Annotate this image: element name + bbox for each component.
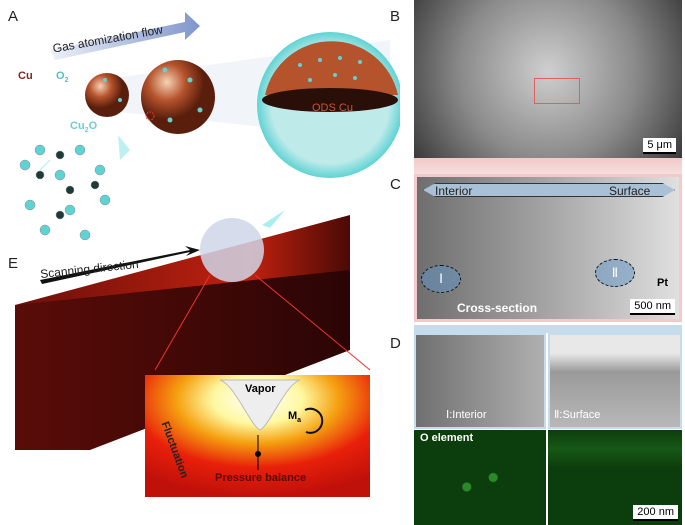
scale-bar-c: 500 nm <box>630 299 675 315</box>
tem-interior: Ⅰ:Interior <box>414 333 546 429</box>
vapor-label: Vapor <box>245 383 276 395</box>
panel-label-e: E <box>8 255 19 272</box>
region-1-marker: Ⅰ <box>421 265 461 293</box>
small-droplet <box>85 73 129 117</box>
scale-bar-b: 5 μm <box>643 138 676 154</box>
panel-label-a: A <box>8 8 19 25</box>
scanning-arrow-icon <box>40 246 200 284</box>
pressure-balance-label: Pressure balance <box>215 472 307 484</box>
tem-cross-section: Interior Surface Ⅰ Ⅱ Pt Cross-section 50… <box>414 174 682 322</box>
magnify-circle <box>200 218 264 282</box>
large-droplet <box>141 60 215 134</box>
pt-label: Pt <box>657 277 668 289</box>
panel-label-c: C <box>390 176 401 193</box>
sem-image-powder: 5 μm <box>414 0 682 158</box>
o2-label: O2 <box>56 70 69 85</box>
surface-label: Surface <box>609 184 651 198</box>
cu-label: Cu <box>18 70 33 82</box>
cu2o-label: Cu2O <box>70 120 98 135</box>
ods-cu-label: ODS Cu <box>312 102 353 114</box>
eds-map-interior: O element <box>414 430 546 525</box>
interior-caption: Ⅰ:Interior <box>446 409 487 421</box>
eds-map-surface: 200 nm <box>548 430 682 525</box>
scale-bar-d: 200 nm <box>633 505 678 521</box>
panel-label-d: D <box>390 335 401 352</box>
cu2o-lattice <box>19 144 111 240</box>
gas-atomization-illustration <box>19 12 400 240</box>
tem-surface: Ⅱ:Surface <box>548 333 682 429</box>
interior-label: Interior <box>435 184 473 198</box>
flow-arrow-icon <box>50 12 200 60</box>
laser-melting-illustration <box>15 215 371 497</box>
interior-surface-arrow <box>423 183 675 197</box>
surface-caption: Ⅱ:Surface <box>554 409 601 421</box>
o-element-label: O element <box>420 432 474 444</box>
cross-section-label: Cross-section <box>457 301 538 315</box>
panel-label-b: B <box>390 8 401 25</box>
region-2-marker: Ⅱ <box>595 259 635 287</box>
marangoni-label: Ma <box>288 410 302 425</box>
